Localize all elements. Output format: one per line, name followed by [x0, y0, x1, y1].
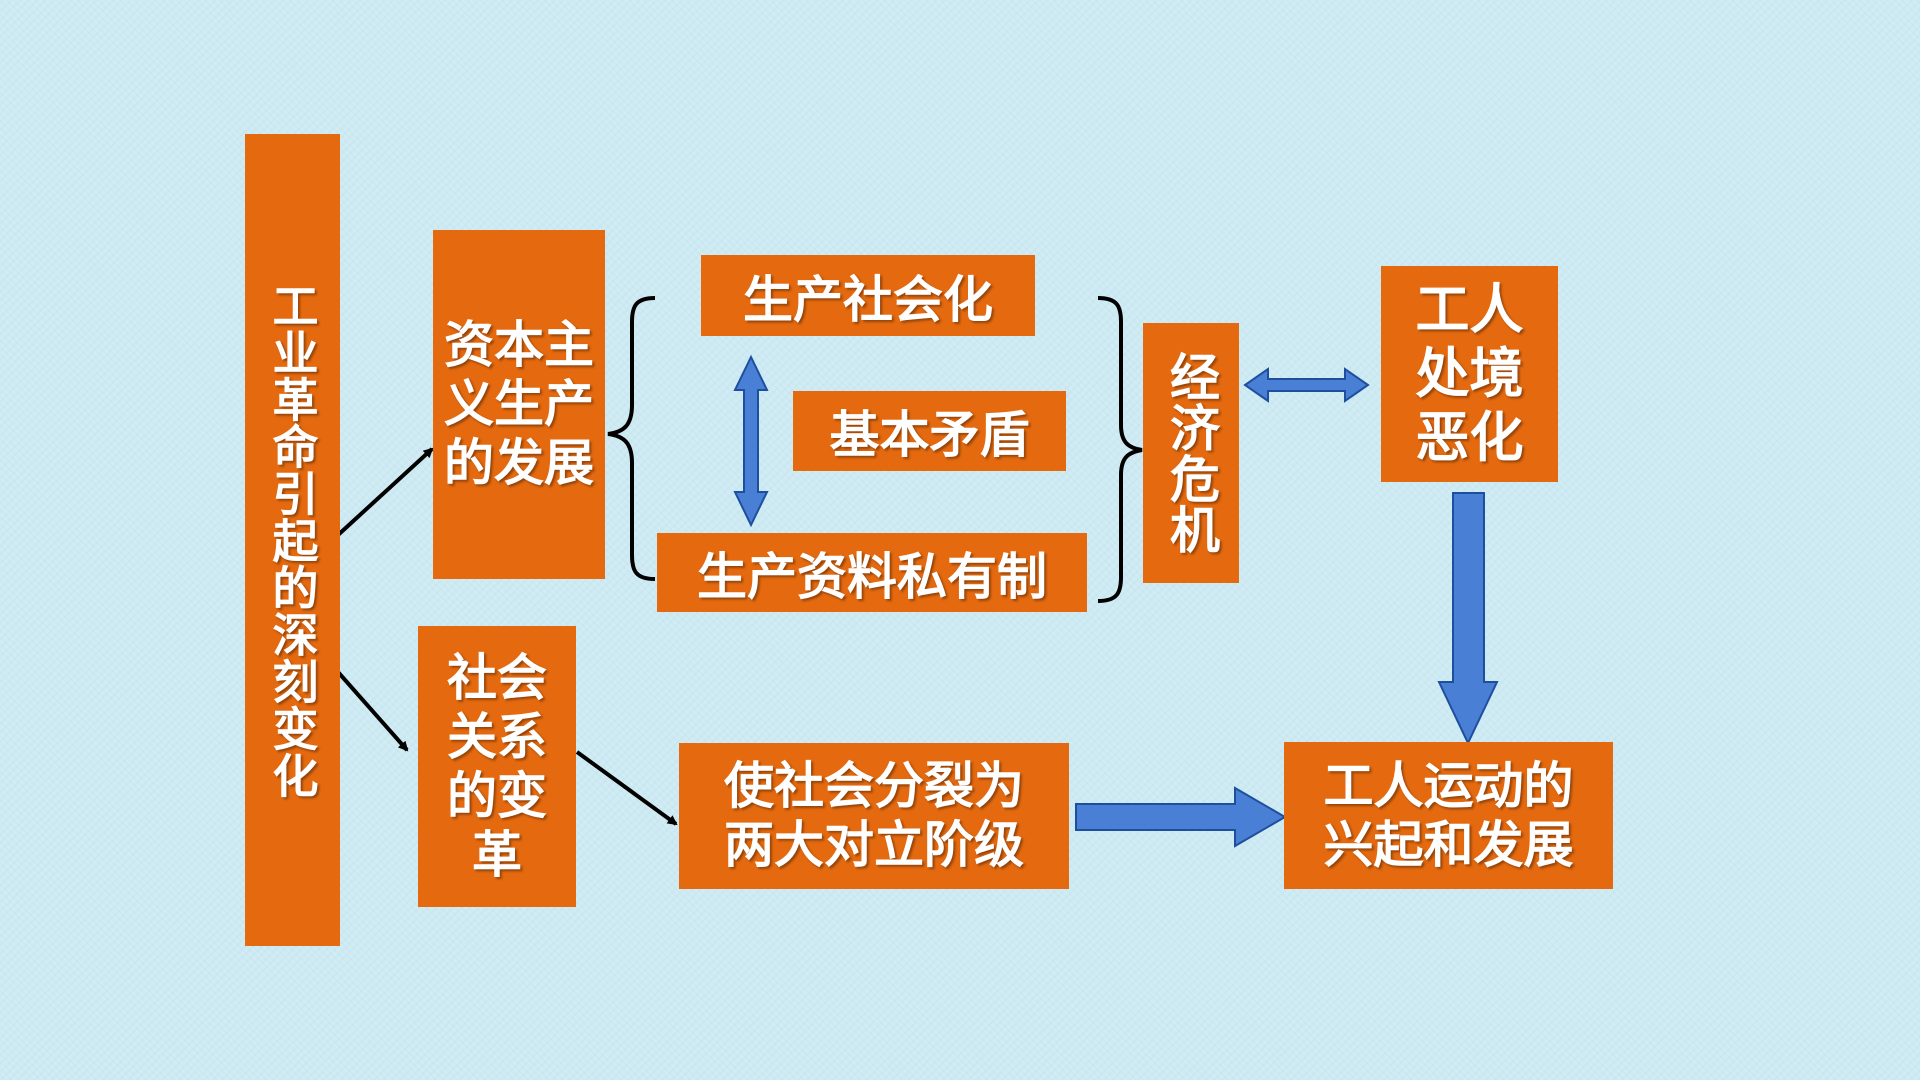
social-relations-change-label: 社会关系的变革	[447, 648, 547, 884]
workers-conditions-label: 工人处境恶化	[1415, 278, 1524, 469]
social-relations-change-box: 社会关系的变革	[418, 626, 576, 907]
capitalist-development-label: 资本主义生产的发展	[444, 316, 594, 492]
arrow-root-to-social-change	[336, 670, 409, 752]
workers-conditions-box: 工人处境恶化	[1381, 266, 1558, 482]
labor-movement-label: 工人运动的兴起和发展	[1323, 756, 1574, 874]
root-box: 工业革命引起的深刻变化	[245, 134, 340, 946]
root-label: 工业革命引起的深刻变化	[265, 281, 320, 799]
economic-crisis-label: 经济危机	[1162, 351, 1220, 555]
contradiction-double-arrow	[733, 354, 769, 528]
socialization-label: 生产社会化	[743, 270, 993, 329]
private-ownership-label: 生产资料私有制	[697, 547, 1047, 606]
labor-movement-box: 工人运动的兴起和发展	[1284, 742, 1613, 889]
workers-to-movement-arrow	[1437, 492, 1499, 746]
basic-contradiction-box: 基本矛盾	[793, 391, 1066, 471]
private-ownership-box: 生产资料私有制	[657, 533, 1087, 612]
arrow-social-change-to-classes	[575, 750, 678, 826]
classes-to-movement-arrow	[1075, 786, 1287, 848]
capitalist-development-box: 资本主义生产的发展	[433, 230, 605, 579]
arrow-root-to-capitalism	[336, 447, 434, 537]
economic-crisis-box: 经济危机	[1143, 323, 1239, 583]
right-brace	[1097, 296, 1143, 603]
basic-contradiction-label: 基本矛盾	[829, 406, 1030, 464]
socialization-box: 生产社会化	[701, 255, 1035, 336]
left-brace	[607, 296, 656, 581]
crisis-workers-double-arrow	[1243, 367, 1370, 403]
class-division-label: 使社会分裂为两大对立阶级	[724, 757, 1024, 874]
class-division-box: 使社会分裂为两大对立阶级	[679, 743, 1069, 889]
